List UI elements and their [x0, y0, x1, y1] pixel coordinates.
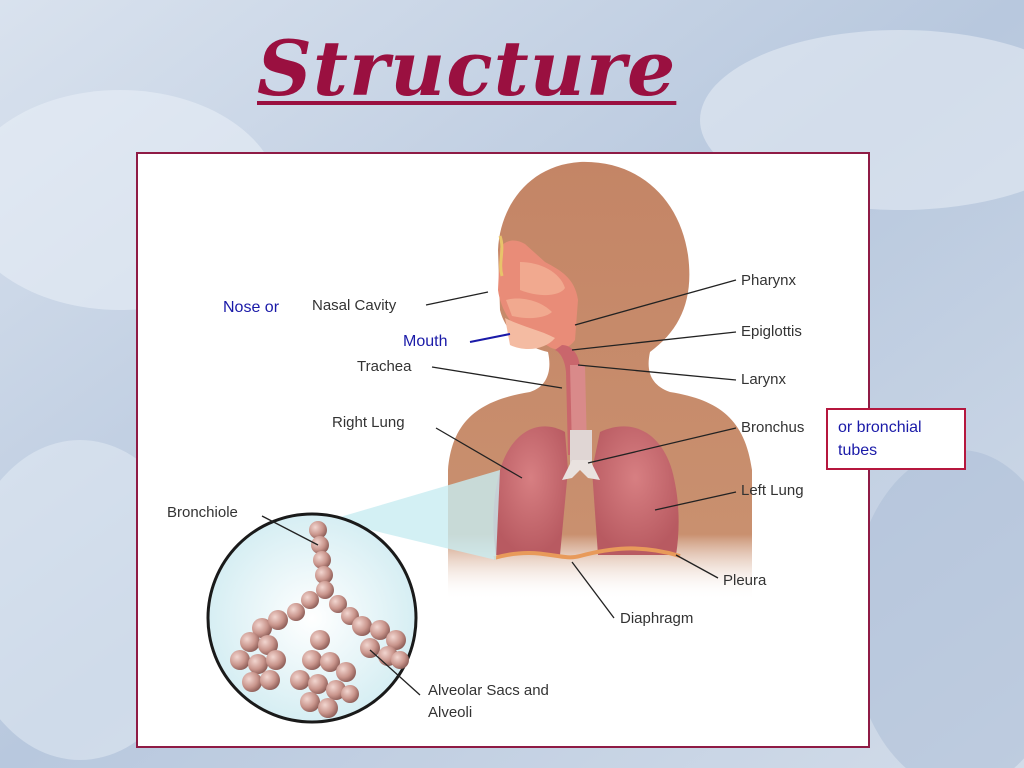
bronchial-tubes-annotation: or bronchial tubes [838, 419, 922, 459]
nose-or-annotation: Nose or [223, 299, 280, 316]
label-epiglottis: Epiglottis [741, 323, 802, 340]
mouth-annotation: Mouth [403, 333, 448, 350]
bronchial-tubes-callout [826, 408, 966, 470]
lungs-shape [493, 426, 681, 560]
mouth-pointer [469, 333, 511, 343]
nasal-cavity-shape [498, 235, 578, 350]
alveoli-detail-circle [206, 512, 418, 724]
label-alveolar-sacs: Alveolar Sacs and Alveoli [428, 682, 549, 721]
label-diaphragm: Diaphragm [620, 610, 694, 627]
label-left-lung: Left Lung [741, 482, 804, 499]
label-pleura: Pleura [723, 572, 767, 589]
trachea-shape [555, 345, 592, 466]
label-bronchus: Bronchus [741, 419, 805, 436]
zoom-connector [330, 470, 500, 560]
label-pharynx: Pharynx [741, 272, 797, 289]
leader-lines [261, 279, 737, 696]
label-trachea: Trachea [357, 358, 412, 375]
slide-title: Structure [257, 24, 677, 113]
label-right-lung: Right Lung [332, 414, 405, 431]
label-larynx: Larynx [741, 371, 787, 388]
alveoli-clusters [230, 521, 409, 718]
label-nasal-cavity: Nasal Cavity [312, 297, 397, 314]
label-bronchiole: Bronchiole [167, 504, 238, 521]
